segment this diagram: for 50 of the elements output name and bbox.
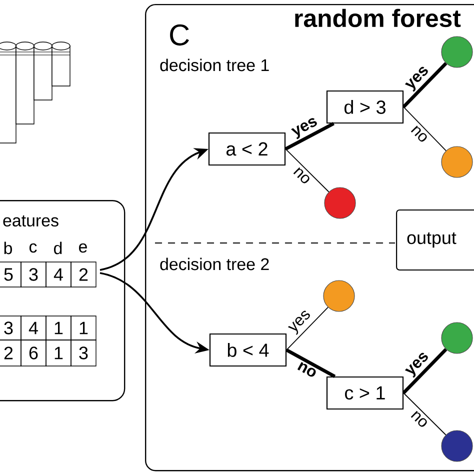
edge-label: yes (288, 310, 310, 335)
panel-label: decision tree 1 (160, 58, 269, 72)
table-cell: 4 (20, 316, 46, 340)
panel-title: random forest (295, 8, 461, 28)
leaf-circle (324, 187, 356, 219)
leaf-circle (323, 280, 355, 312)
panel-label: decision tree 2 (160, 258, 269, 270)
decision-box: d > 3 (326, 90, 404, 124)
decision-box: c > 1 (326, 376, 404, 410)
panel-heading: eatures (3, 215, 58, 227)
table-cell: 1 (70, 316, 96, 340)
output-box: output (396, 209, 474, 271)
edge-label: yes (404, 66, 428, 92)
table-cell: 2 (70, 262, 96, 288)
branch-line (402, 62, 448, 108)
table-cell: 5 (0, 262, 22, 288)
branch-line (286, 348, 336, 378)
panel-frame (145, 4, 474, 472)
table-cell: 3 (70, 340, 96, 366)
column-header: d (54, 242, 62, 254)
branch-line (285, 148, 330, 192)
decision-box: b < 4 (209, 333, 287, 367)
table-cell: 3 (20, 262, 46, 288)
leaf-circle (441, 36, 473, 68)
edge-label: no (410, 410, 427, 427)
branch-line (403, 392, 446, 436)
edge-label: no (297, 362, 316, 377)
branch-line (284, 122, 334, 150)
leaf-circle (441, 322, 473, 354)
table-cell: 6 (20, 340, 46, 366)
table-cell: 2 (0, 340, 22, 366)
leaf-circle (441, 430, 473, 462)
table-cell: 3 (0, 316, 22, 340)
decision-box: a < 2 (208, 132, 286, 166)
column-header: b (4, 242, 12, 254)
edge-label: yes (404, 352, 428, 378)
branch-line (402, 348, 448, 394)
column-header: e (79, 243, 87, 253)
table-cell: 1 (46, 316, 72, 340)
table-cell: 1 (46, 340, 72, 366)
table-cell: 4 (46, 262, 72, 288)
edge-label: no (293, 167, 310, 184)
branch-line (286, 306, 328, 350)
data-panel (0, 200, 126, 402)
branch-line (403, 106, 446, 152)
column-header: c (29, 243, 37, 253)
edge-label: no (410, 126, 427, 142)
leaf-circle (441, 146, 473, 178)
panel-letter: C (170, 24, 189, 46)
edge-label: yes (291, 118, 317, 140)
